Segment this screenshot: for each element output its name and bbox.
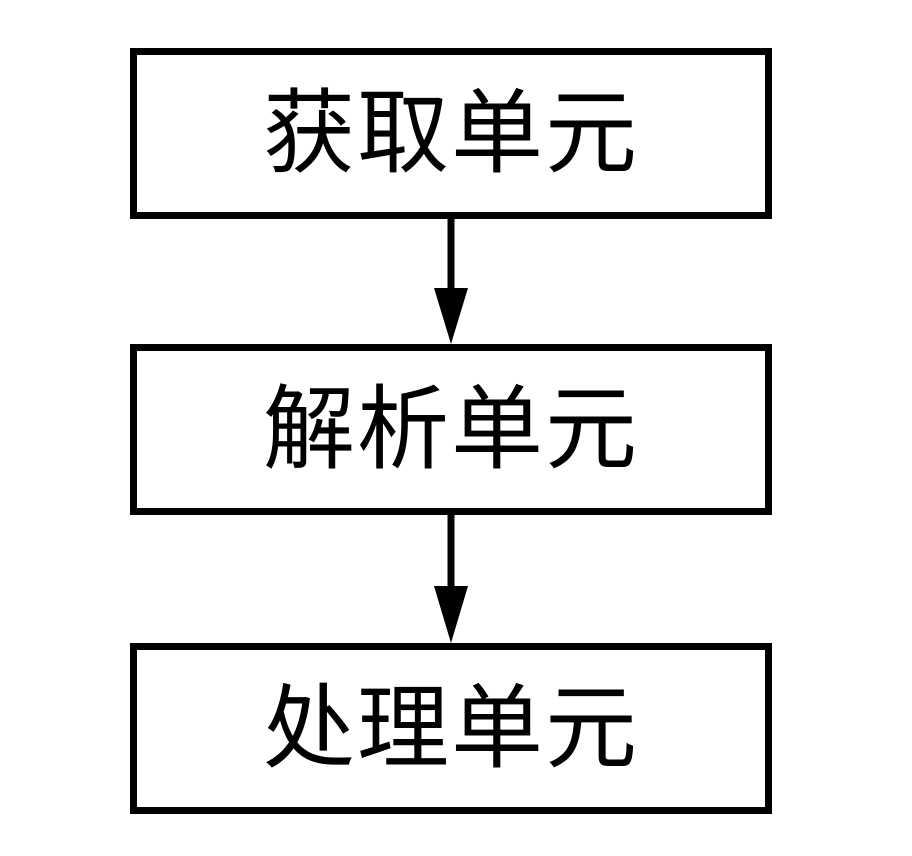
acquire-unit-box: 获取单元 [130, 48, 772, 219]
process-unit-label: 处理单元 [262, 674, 639, 782]
arrow-parse-to-process [434, 515, 468, 643]
process-unit-box: 处理单元 [130, 643, 772, 814]
parse-unit-label: 解析单元 [262, 375, 639, 483]
arrow-acquire-to-parse [434, 219, 468, 344]
arrowhead-down-icon [434, 586, 468, 643]
parse-unit-box: 解析单元 [130, 344, 772, 515]
arrowhead-down-icon [434, 288, 468, 344]
acquire-unit-label: 获取单元 [262, 79, 639, 187]
